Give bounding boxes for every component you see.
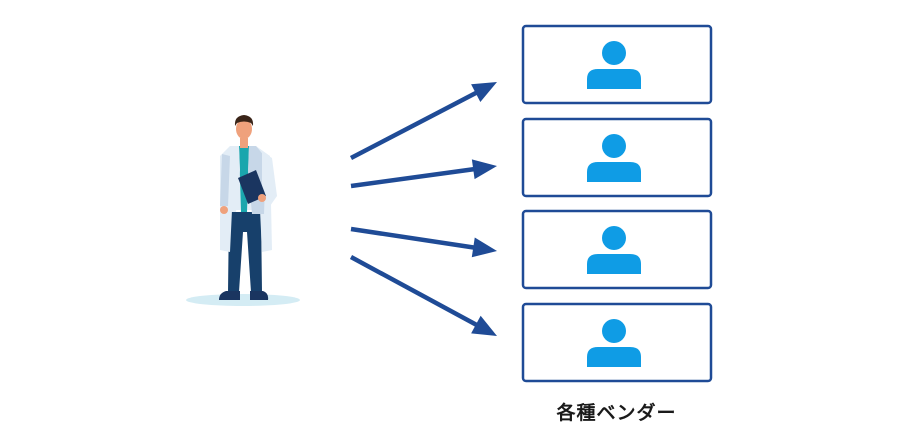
person-icon-body	[587, 254, 641, 274]
person-icon	[587, 41, 641, 89]
arrow	[350, 159, 497, 189]
person-icon-body	[587, 162, 641, 182]
arrow-head	[471, 82, 497, 102]
arrows	[349, 82, 497, 336]
person-icon-body	[587, 347, 641, 367]
person-icon	[587, 319, 641, 367]
doctor-head	[236, 119, 252, 139]
vendor-box	[521, 117, 713, 198]
arrow-head	[471, 315, 497, 336]
doctor-arm-left	[220, 154, 230, 206]
doctor-hand-left	[220, 206, 228, 214]
person-icon-head	[602, 41, 626, 65]
arrow-head	[471, 159, 497, 180]
person-icon	[587, 134, 641, 182]
doctor-legs	[228, 212, 262, 292]
vendor-box	[521, 302, 713, 383]
vendor-box	[521, 24, 713, 105]
arrow	[349, 255, 497, 336]
vendor-box	[521, 209, 713, 290]
ground-shadow	[186, 294, 300, 306]
doctor-hand-right	[258, 194, 266, 202]
doctor-hair	[234, 115, 254, 126]
arrow-shaft	[350, 226, 476, 250]
doctor-arm-right	[262, 152, 277, 206]
arrow-shaft	[349, 90, 479, 160]
doctor-shoe-right	[250, 291, 269, 300]
person-icon-head	[602, 134, 626, 158]
arrow-head	[471, 237, 497, 258]
arrow-shaft	[350, 166, 476, 189]
arrow	[350, 226, 497, 258]
doctor-shoe-left	[219, 291, 240, 300]
person-icon-body	[587, 69, 641, 89]
vendor-boxes	[521, 24, 713, 383]
arrow	[349, 82, 497, 160]
person-icon	[587, 226, 641, 274]
person-icon-head	[602, 226, 626, 250]
vendors-label: 各種ベンダー	[556, 402, 677, 424]
person-icon-head	[602, 319, 626, 343]
doctor-neck	[240, 138, 248, 148]
arrow-shaft	[349, 255, 479, 328]
doctor-illustration	[186, 115, 300, 306]
